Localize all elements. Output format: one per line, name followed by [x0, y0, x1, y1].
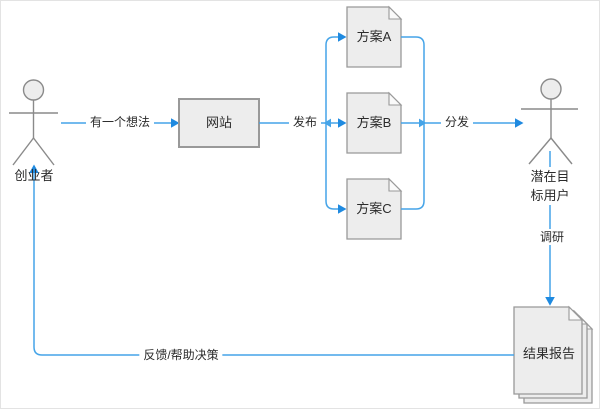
plan-c-dogear	[388, 177, 403, 192]
branch-fanin	[401, 36, 524, 210]
edge-idea-label: 有一个想法	[85, 114, 155, 130]
plan-a-label: 方案A	[356, 29, 392, 44]
plan-c-node	[346, 177, 403, 240]
target-users-head	[540, 78, 562, 100]
edge-feedback	[29, 164, 514, 356]
arrowhead-into-users	[515, 118, 524, 128]
arrowhead-into-plan-a	[338, 32, 347, 42]
entrepreneur-figure	[9, 79, 58, 166]
arrowhead-into-plan-c	[338, 204, 347, 214]
arrowhead-into-report	[545, 297, 555, 306]
plan-a-dogear	[388, 5, 403, 20]
report-label: 结果报告	[522, 346, 576, 361]
edge-survey-label: 调研	[535, 229, 569, 245]
arrowhead-into-website	[171, 118, 180, 128]
report-node	[513, 305, 594, 404]
target-users-label: 潜在目标用户	[527, 167, 573, 205]
report-dogear	[568, 305, 584, 321]
plan-b-label: 方案B	[356, 115, 392, 130]
entrepreneur-label: 创业者	[14, 168, 54, 183]
entrepreneur-head	[22, 79, 45, 101]
website-node	[178, 98, 260, 148]
edge-publish-label: 发布	[288, 114, 322, 130]
arrowhead-into-plan-b	[338, 118, 347, 128]
edge-feedback-label: 反馈/帮助决策	[139, 347, 223, 363]
website-label: 网站	[205, 115, 233, 130]
arrowhead-into-entrepreneur	[29, 164, 39, 173]
plan-a-node	[346, 5, 403, 68]
junction-chevron-right	[419, 118, 427, 128]
branch-fanout	[323, 32, 347, 214]
target-users-figure	[521, 78, 578, 165]
plan-c-label: 方案C	[356, 201, 392, 216]
plan-b-dogear	[388, 91, 403, 106]
junction-chevron-left	[323, 118, 331, 128]
plan-b-node	[346, 91, 403, 154]
edge-distribute-label: 分发	[440, 114, 474, 130]
